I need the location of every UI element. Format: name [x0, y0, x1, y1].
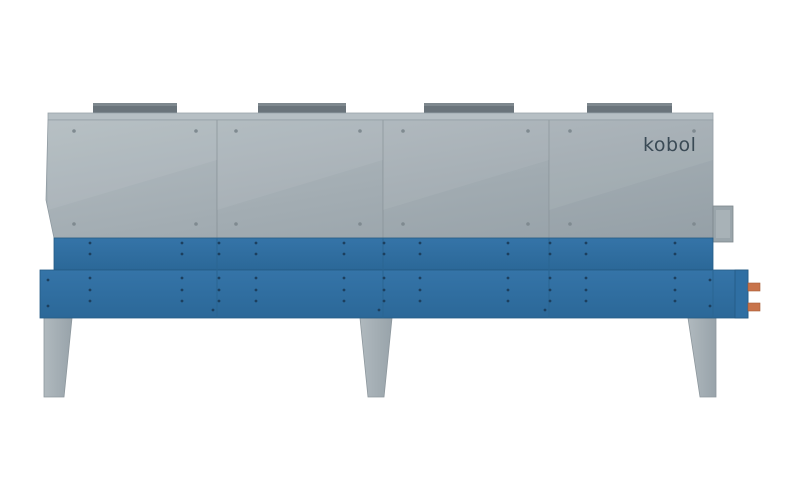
- bolt: [342, 299, 346, 303]
- bolt: [180, 288, 184, 292]
- bolt: [88, 276, 92, 280]
- bolt: [548, 299, 552, 303]
- electrical-box: [712, 205, 734, 243]
- bolt: [418, 252, 422, 256]
- fan-caps: [93, 103, 672, 114]
- bolt: [418, 241, 422, 245]
- bolt: [584, 276, 588, 280]
- bolt: [584, 252, 588, 256]
- bolt: [548, 288, 552, 292]
- bolt: [254, 252, 258, 256]
- bolt: [418, 288, 422, 292]
- bolt: [342, 241, 346, 245]
- bolt: [506, 241, 510, 245]
- bolt: [548, 241, 552, 245]
- fan-cap-1: [93, 103, 177, 114]
- bolt: [46, 278, 50, 282]
- bolt: [584, 241, 588, 245]
- bolt: [548, 252, 552, 256]
- brand-logo: kobol: [643, 134, 696, 156]
- bolt: [506, 276, 510, 280]
- bolt: [211, 308, 215, 312]
- bolt: [382, 299, 386, 303]
- header-manifold: [734, 269, 761, 319]
- bolt: [88, 241, 92, 245]
- bolt: [708, 278, 712, 282]
- bolt: [382, 252, 386, 256]
- bolt: [254, 288, 258, 292]
- bolt: [254, 299, 258, 303]
- bolt: [88, 299, 92, 303]
- bolt: [217, 299, 221, 303]
- bolt: [342, 252, 346, 256]
- bolt: [506, 252, 510, 256]
- bolt: [382, 288, 386, 292]
- bolt: [506, 299, 510, 303]
- bolt: [180, 241, 184, 245]
- bolt: [180, 299, 184, 303]
- bolt: [254, 276, 258, 280]
- bolt: [382, 241, 386, 245]
- bolt: [180, 252, 184, 256]
- fan-cap-2: [258, 103, 346, 114]
- bolt: [543, 308, 547, 312]
- support-legs: [43, 317, 717, 398]
- bolt: [673, 276, 677, 280]
- bolt: [673, 241, 677, 245]
- bolt: [88, 288, 92, 292]
- copper-pipe-top: [747, 282, 761, 292]
- bolt: [46, 304, 50, 308]
- bolt: [584, 288, 588, 292]
- bolt: [217, 276, 221, 280]
- bolt: [217, 288, 221, 292]
- bolt: [673, 299, 677, 303]
- bolt: [418, 299, 422, 303]
- leg-1: [43, 317, 73, 398]
- bolt: [254, 241, 258, 245]
- bolt: [342, 276, 346, 280]
- fan-cap-4: [587, 103, 672, 114]
- leg-2: [359, 317, 393, 398]
- bolt: [217, 241, 221, 245]
- bolt: [548, 276, 552, 280]
- top-rim: [47, 112, 714, 121]
- bolt: [584, 299, 588, 303]
- copper-pipe-bottom: [747, 302, 761, 312]
- bolt: [418, 276, 422, 280]
- bolt: [180, 276, 184, 280]
- bolt: [88, 252, 92, 256]
- bolt: [342, 288, 346, 292]
- upper-housing: kobol: [45, 119, 714, 239]
- bolt: [708, 304, 712, 308]
- leg-3: [687, 317, 717, 398]
- bolt: [673, 252, 677, 256]
- bolt: [506, 288, 510, 292]
- bolt: [217, 252, 221, 256]
- bolt: [673, 288, 677, 292]
- bolt: [377, 308, 381, 312]
- fan-cap-3: [424, 103, 514, 114]
- coil-section: [39, 237, 749, 319]
- bolt: [382, 276, 386, 280]
